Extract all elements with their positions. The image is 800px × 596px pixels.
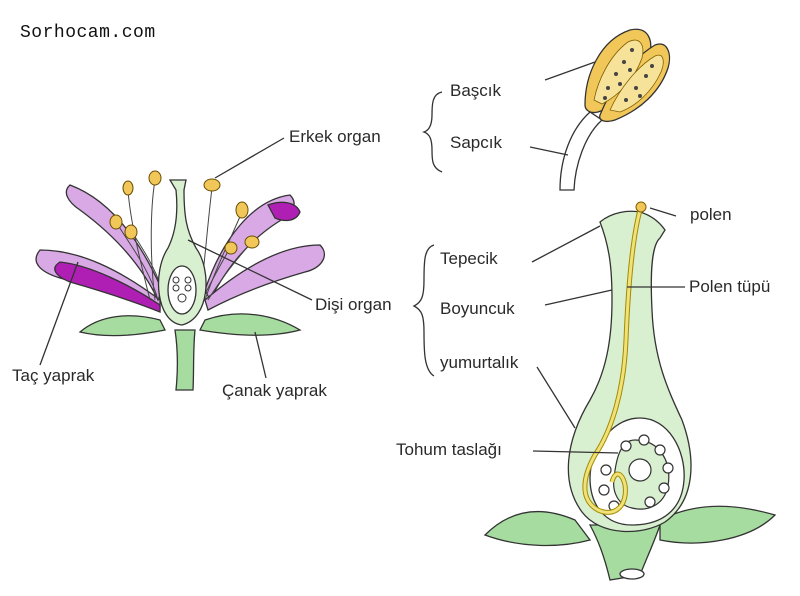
- stamen-anthers: [109, 170, 260, 255]
- detail-sepal-right: [659, 505, 777, 544]
- pistil-ovary-inner: [167, 265, 197, 315]
- label-canak-yaprak: Çanak yaprak: [222, 381, 327, 400]
- pistil-detail: [483, 201, 777, 581]
- label-sapcik: Sapcık: [450, 133, 502, 152]
- petal-right-dark: [267, 201, 301, 222]
- small-ovules: [172, 276, 192, 303]
- label-tac-yaprak: Taç yaprak: [12, 366, 95, 385]
- label-tohum-taslagi: Tohum taslağı: [396, 440, 502, 459]
- label-disi-organ: Dişi organ: [315, 295, 392, 314]
- label-erkek-organ: Erkek organ: [289, 127, 381, 146]
- brace-upper: [421, 91, 443, 173]
- stamen-detail: [559, 28, 671, 191]
- label-boyuncuk: Boyuncuk: [440, 299, 515, 318]
- label-tepecik: Tepecik: [440, 249, 498, 268]
- petal-left-dark: [54, 261, 161, 313]
- detail-sepal-left: [483, 510, 592, 547]
- pollen-grains: [603, 48, 654, 102]
- flower-drawing: [35, 170, 325, 391]
- label-bascik: Başcık: [450, 81, 502, 100]
- flower-stem: [174, 329, 196, 391]
- sepal-right: [199, 313, 302, 336]
- leader-lines: [39, 61, 685, 454]
- brace-lower: [412, 244, 435, 377]
- label-yumurtalik: yumurtalık: [440, 353, 519, 372]
- label-polen-tupu: Polen tüpü: [689, 277, 771, 296]
- detail-pollen-grain: [635, 201, 647, 213]
- label-polen: polen: [690, 205, 732, 224]
- sepal-left: [78, 315, 166, 337]
- watermark: Sorhocam.com: [20, 23, 156, 43]
- filament-detail: [559, 111, 604, 191]
